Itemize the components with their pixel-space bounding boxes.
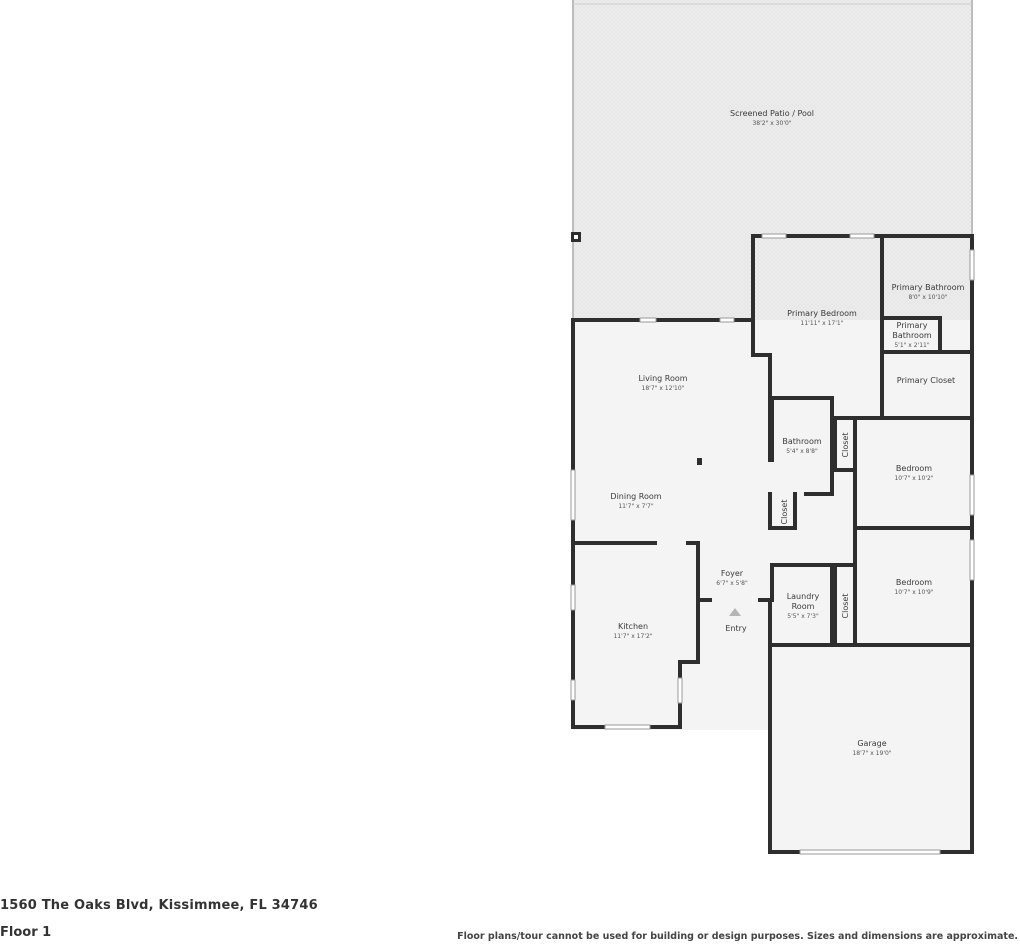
room-dims-primary-bedroom: 11'11" x 17'1" [801,320,844,327]
room-label-closet-hall: Closet [841,433,850,458]
room-dims-bedroom-2: 10'7" x 10'9" [894,589,933,596]
windows [570,233,975,855]
room-dims-kitchen: 11'7" x 17'2" [613,633,652,640]
room-label-patio: Screened Patio / Pool [730,109,814,118]
room-dims-dining-room: 11'7" x 7'7" [618,503,654,510]
room-label-garage: Garage [857,739,886,748]
room-dims-bathroom: 5'4" x 8'8" [786,448,818,455]
property-address: 1560 The Oaks Blvd, Kissimmee, FL 34746 [0,898,318,913]
room-dims-foyer: 6'7" x 5'8" [716,580,748,587]
room-label-bedroom-1: Bedroom [896,464,932,473]
room-label-bathroom: Bathroom [782,437,822,446]
disclaimer-text: Floor plans/tour cannot be used for buil… [457,931,1018,942]
room-label-kitchen: Kitchen [618,622,648,631]
room-label-closet-small: Closet [780,500,789,525]
entry-label: Entry [725,624,747,633]
room-label-primary-bedroom: Primary Bedroom [787,309,857,318]
room-label-primary-bath-small-line1: Primary [897,321,928,330]
room-label-laundry-line1: Laundry [787,592,820,601]
room-label-living-room: Living Room [638,374,687,383]
room-dims-bedroom-1: 10'7" x 10'2" [894,475,933,482]
patio-area [571,0,973,320]
room-label-bedroom-2: Bedroom [896,578,932,587]
entry-arrow-icon [729,608,741,616]
room-dims-patio: 38'2" x 30'0" [752,120,791,127]
room-label-primary-bath-small-line2: Bathroom [892,331,932,340]
interior-floor [573,320,972,852]
room-label-dining-room: Dining Room [610,492,661,501]
room-dims-living-room: 18'7" x 12'10" [642,385,685,392]
room-dims-primary-bathroom: 8'0" x 10'10" [908,294,947,301]
room-dims-laundry: 5'5" x 7'3" [787,613,819,620]
room-label-primary-closet: Primary Closet [897,376,955,385]
room-label-closet-laundry: Closet [841,594,850,619]
room-label-foyer: Foyer [721,569,744,578]
floor-label: Floor 1 [0,925,52,940]
room-dims-garage: 18'7" x 19'0" [852,750,891,757]
room-label-laundry-line2: Room [792,602,815,611]
room-label-primary-bathroom: Primary Bathroom [892,283,965,292]
room-dims-primary-bath-small: 5'1" x 2'11" [894,342,930,349]
